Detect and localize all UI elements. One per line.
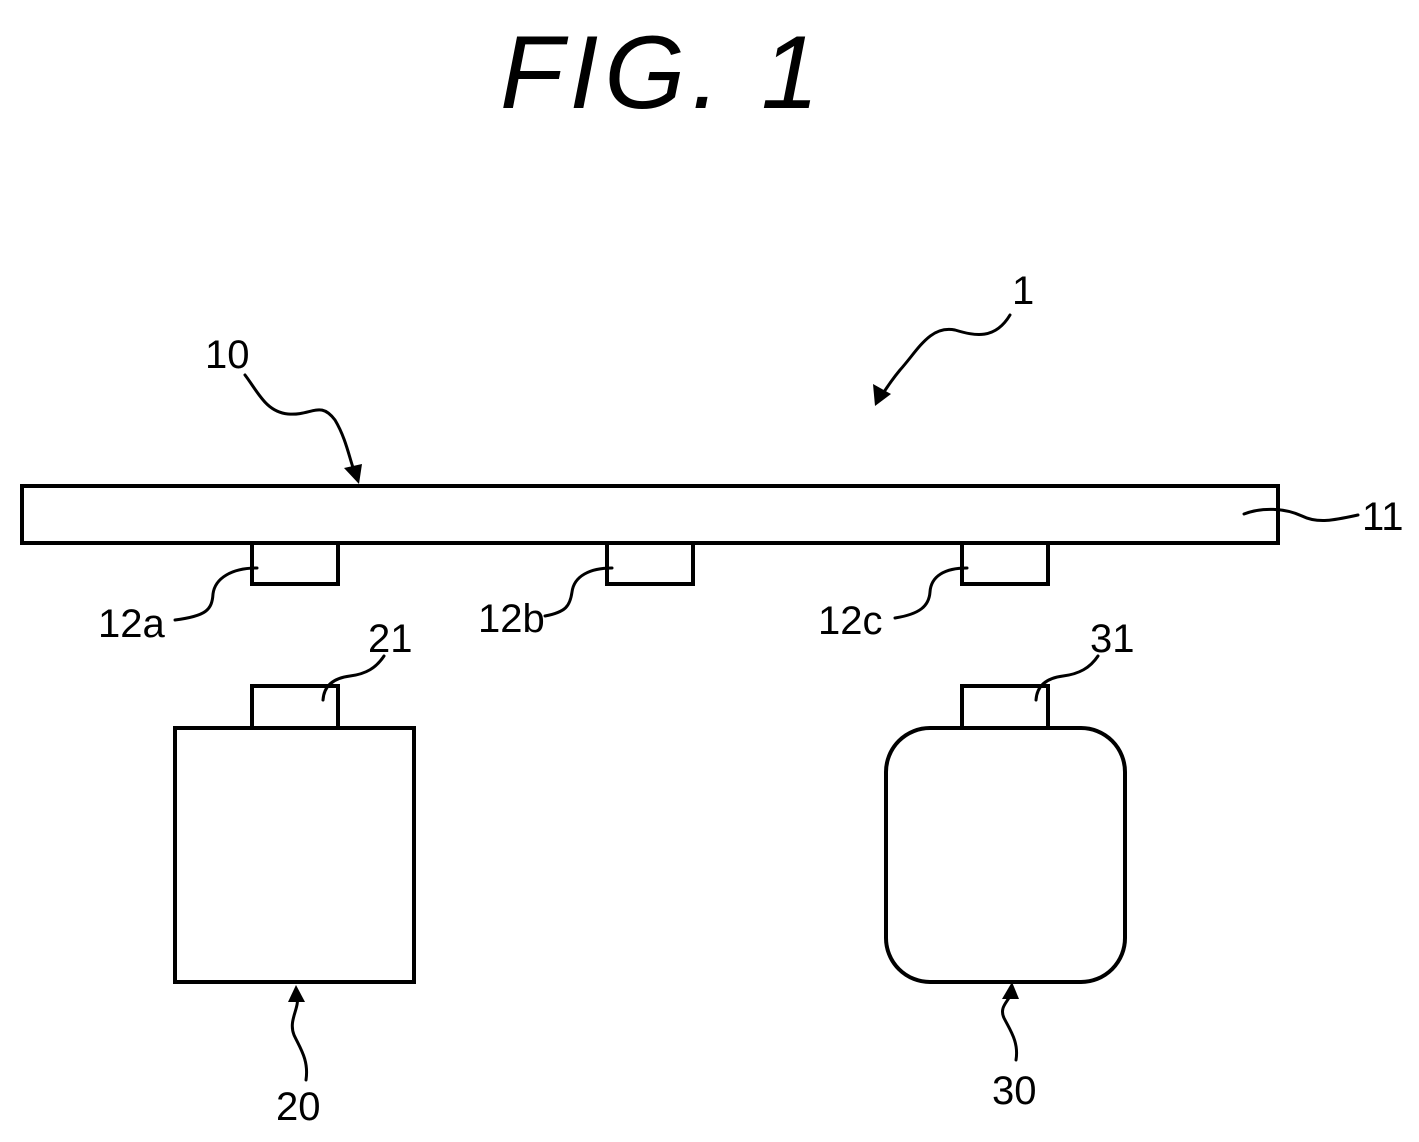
leader-line-30 xyxy=(1002,992,1016,1060)
label-connector-12a: 12a xyxy=(98,602,165,646)
leader-line-1 xyxy=(880,315,1010,398)
device-30-connector xyxy=(962,686,1048,728)
device-30 xyxy=(886,728,1125,982)
label-connector-12b: 12b xyxy=(478,597,545,641)
leader-line-20 xyxy=(292,996,306,1080)
label-device-30: 30 xyxy=(992,1069,1037,1113)
main-bar xyxy=(22,486,1278,543)
label-connector-12c: 12c xyxy=(818,599,883,643)
arrowhead-30 xyxy=(1002,982,1019,999)
connector-12b xyxy=(607,543,693,584)
leader-line-12a xyxy=(175,568,257,620)
label-bar-11: 11 xyxy=(1362,495,1404,539)
label-device-30-connector: 31 xyxy=(1090,617,1135,661)
leader-line-12c xyxy=(895,568,967,618)
label-device-20-connector: 21 xyxy=(368,617,413,661)
label-device-20: 20 xyxy=(276,1085,321,1129)
leader-line-12b xyxy=(545,568,612,616)
leader-line-10 xyxy=(245,375,356,476)
connector-12a xyxy=(252,543,338,584)
label-system-1: 1 xyxy=(1012,269,1034,313)
label-module-10: 10 xyxy=(205,333,250,377)
figure-title: FIG. 1 xyxy=(500,15,825,131)
device-20 xyxy=(175,728,414,982)
arrowhead-10 xyxy=(344,464,362,484)
arrowhead-20 xyxy=(288,985,305,1002)
connector-12c xyxy=(962,543,1048,584)
